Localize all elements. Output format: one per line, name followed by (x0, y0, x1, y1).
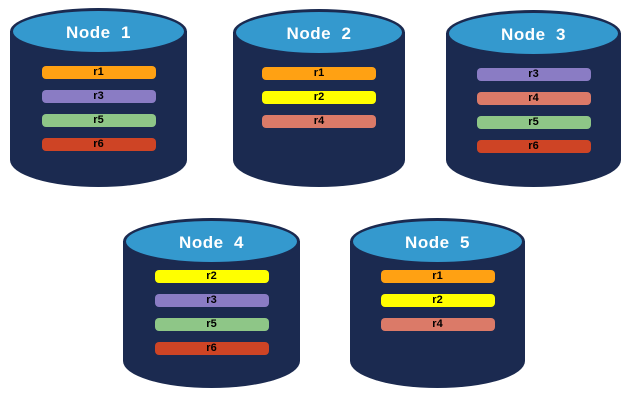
node-5-cylinder: Node 5 r1 r2 r4 (350, 218, 525, 388)
cylinder-top: Node 3 (446, 10, 621, 57)
replica-bar-r4: r4 (262, 115, 376, 128)
cylinder-body (233, 32, 405, 187)
replica-bar-r5: r5 (154, 318, 269, 331)
replica-bar-r3: r3 (41, 90, 156, 103)
node-label: Node 4 (179, 233, 244, 252)
replica-list: r1 r2 r4 (350, 270, 525, 342)
cylinder-body (350, 241, 525, 388)
node-label: Node 5 (405, 233, 470, 252)
node-3-cylinder: Node 3 r3 r4 r5 r6 (446, 10, 621, 187)
node-4-cylinder: Node 4 r2 r3 r5 r6 (123, 218, 300, 388)
cylinder-body (123, 241, 300, 388)
node-label: Node 2 (286, 24, 352, 43)
replica-bar-r2: r2 (262, 91, 376, 104)
replica-list: r1 r3 r5 r6 (10, 66, 187, 162)
cylinder-top: Node 1 (10, 8, 187, 55)
replica-bar-r1: r1 (41, 66, 156, 79)
replica-bar-r6: r6 (41, 138, 156, 151)
node-2-cylinder: Node 2 r1 r2 r4 (233, 9, 405, 187)
replica-list: r1 r2 r4 (233, 67, 405, 139)
replica-bar-r5: r5 (41, 114, 156, 127)
replica-bar-r3: r3 (476, 68, 591, 81)
replica-bar-r4: r4 (380, 318, 495, 331)
replica-bar-r4: r4 (476, 92, 591, 105)
replica-bar-r5: r5 (476, 116, 591, 129)
node-1-cylinder: Node 1 r1 r3 r5 r6 (10, 8, 187, 187)
node-label: Node 3 (501, 25, 566, 44)
node-label: Node 1 (66, 23, 131, 42)
replica-bar-r2: r2 (154, 270, 269, 283)
replica-bar-r6: r6 (476, 140, 591, 153)
replica-list: r2 r3 r5 r6 (123, 270, 300, 366)
replica-list: r3 r4 r5 r6 (446, 68, 621, 164)
replica-bar-r3: r3 (154, 294, 269, 307)
cylinder-top: Node 2 (233, 9, 405, 56)
cylinder-top: Node 5 (350, 218, 525, 265)
replica-bar-r1: r1 (380, 270, 495, 283)
replica-bar-r1: r1 (262, 67, 376, 80)
cylinder-top: Node 4 (123, 218, 300, 265)
cylinder-body (446, 33, 621, 187)
replica-bar-r6: r6 (154, 342, 269, 355)
replica-bar-r2: r2 (380, 294, 495, 307)
cylinder-body (10, 31, 187, 187)
